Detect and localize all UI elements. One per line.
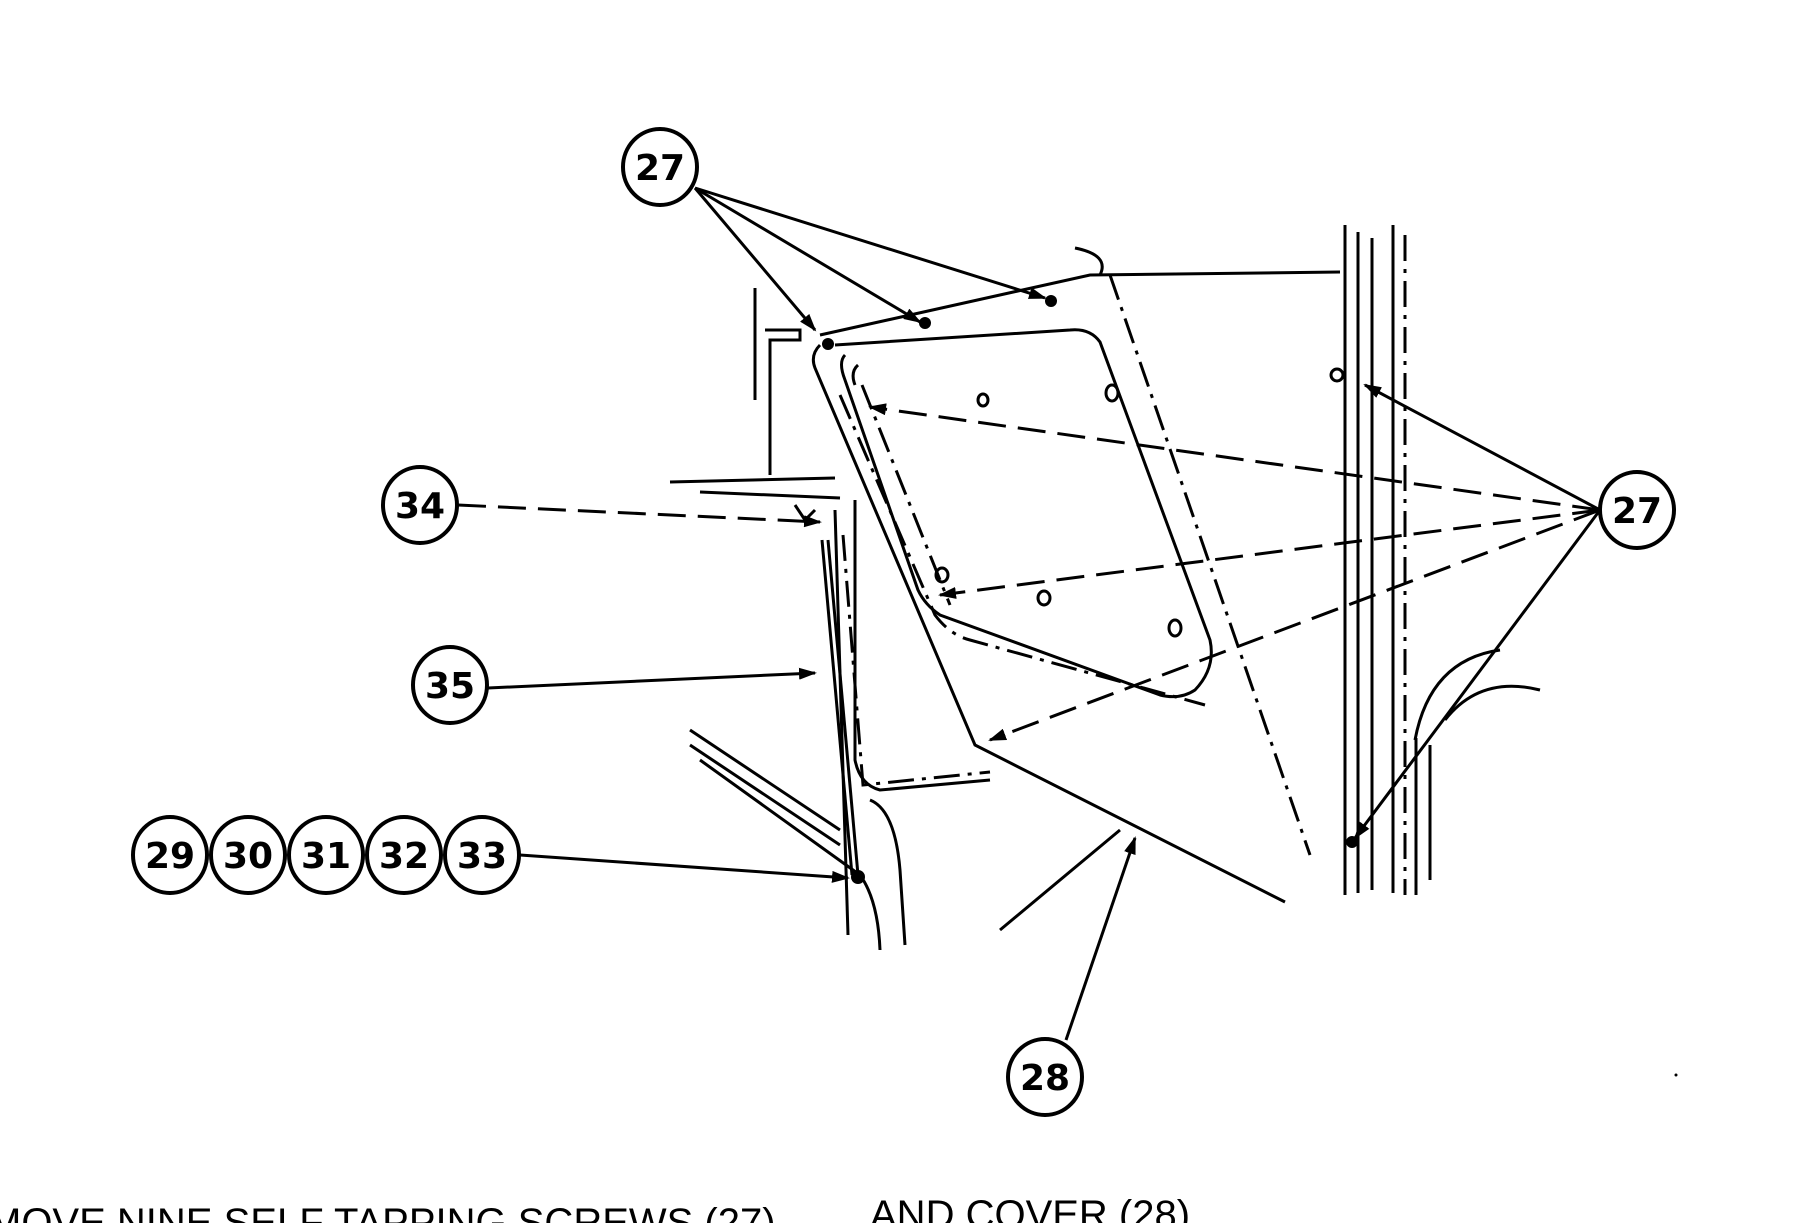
door-pillar-line bbox=[853, 500, 991, 792]
instruction-caption: MOVE NINE SELF TAPPING SCREWS (27) AND C… bbox=[0, 1193, 1190, 1228]
leader-lines bbox=[487, 186, 1602, 1041]
leader-27-right-dash-c bbox=[988, 508, 1601, 742]
leader-34 bbox=[457, 503, 822, 528]
door-dashdot-line bbox=[841, 534, 991, 787]
screw-dots bbox=[822, 295, 1358, 884]
caption-line-1: MOVE NINE SELF TAPPING SCREWS (27) bbox=[0, 1201, 776, 1223]
lower-rail-2 bbox=[689, 743, 841, 847]
hole-2 bbox=[1104, 383, 1120, 403]
screw-dot-2 bbox=[919, 317, 931, 329]
roof-edge-line bbox=[819, 270, 1341, 337]
leader-27-top-b bbox=[694, 186, 922, 324]
callout-35: 35 bbox=[411, 645, 489, 725]
leader-28 bbox=[1064, 836, 1137, 1041]
center-dashdot-line bbox=[1108, 274, 1312, 856]
left-panel-bracket bbox=[765, 328, 802, 475]
leader-35 bbox=[487, 667, 817, 690]
dashed-leader-lines bbox=[457, 403, 1601, 742]
cover-window-corner bbox=[851, 363, 860, 386]
screw-dot-3 bbox=[1045, 295, 1057, 307]
shelf-line bbox=[669, 476, 836, 484]
hole-5 bbox=[1167, 618, 1183, 638]
leader-27-right-dash-a bbox=[868, 403, 1601, 512]
callout-34: 34 bbox=[381, 465, 459, 545]
callout-33-label: 33 bbox=[457, 836, 507, 877]
leader-29-33 bbox=[519, 853, 850, 883]
floor-line bbox=[999, 828, 1121, 932]
screw-dot-1 bbox=[822, 338, 834, 350]
callout-28: 28 bbox=[1006, 1037, 1084, 1117]
hole-4 bbox=[1036, 589, 1052, 607]
leader-27-right-dash-b bbox=[938, 508, 1601, 599]
callout-27-right: 27 bbox=[1598, 470, 1676, 550]
callout-35-label: 35 bbox=[425, 666, 475, 707]
wheel-arch-2 bbox=[1443, 684, 1541, 721]
callout-34-label: 34 bbox=[395, 486, 445, 527]
callout-28-label: 28 bbox=[1020, 1058, 1070, 1099]
lower-rail-1 bbox=[689, 728, 841, 832]
hole-3 bbox=[934, 566, 950, 584]
cover-inner-window bbox=[834, 328, 1213, 699]
part-35-rod bbox=[820, 539, 854, 876]
callout-30-label: 30 bbox=[223, 836, 273, 877]
roof-corner-line bbox=[1074, 246, 1104, 276]
callout-27-top-label: 27 bbox=[635, 148, 685, 189]
hidden-outline-lines bbox=[838, 235, 1407, 895]
callout-29-label: 29 bbox=[145, 836, 195, 877]
cover-outer-edge bbox=[811, 343, 1286, 904]
leader-27-right-a bbox=[1363, 383, 1601, 512]
callout-27-right-label: 27 bbox=[1612, 491, 1662, 532]
screw-dot-5 bbox=[851, 870, 865, 884]
wheel-arch-1 bbox=[1413, 648, 1501, 741]
structure-lines bbox=[669, 225, 1541, 951]
door-latch bbox=[793, 504, 817, 523]
hole-1 bbox=[976, 392, 990, 408]
callout-group-29-33: 29 30 31 32 33 bbox=[131, 815, 521, 895]
panel-holes bbox=[934, 367, 1345, 638]
callout-31-label: 31 bbox=[301, 836, 351, 877]
part-35-rod-2 bbox=[826, 539, 860, 876]
door-pillar-lower bbox=[869, 798, 907, 946]
inner-dashdot-line bbox=[838, 394, 1206, 707]
leader-27-right-b bbox=[1353, 509, 1602, 840]
callout-32-label: 32 bbox=[379, 836, 429, 877]
leader-27-top-a bbox=[693, 187, 817, 332]
hole-6 bbox=[1329, 367, 1345, 383]
shelf-line-lower bbox=[699, 490, 841, 500]
inner-dashdot-line-2 bbox=[860, 384, 952, 606]
speck-mark bbox=[1674, 1073, 1678, 1077]
leader-27-top-c bbox=[694, 186, 1047, 300]
callout-27-top: 27 bbox=[621, 127, 699, 207]
caption-line-2: AND COVER (28) bbox=[870, 1193, 1190, 1223]
lower-rail-3 bbox=[699, 758, 882, 951]
